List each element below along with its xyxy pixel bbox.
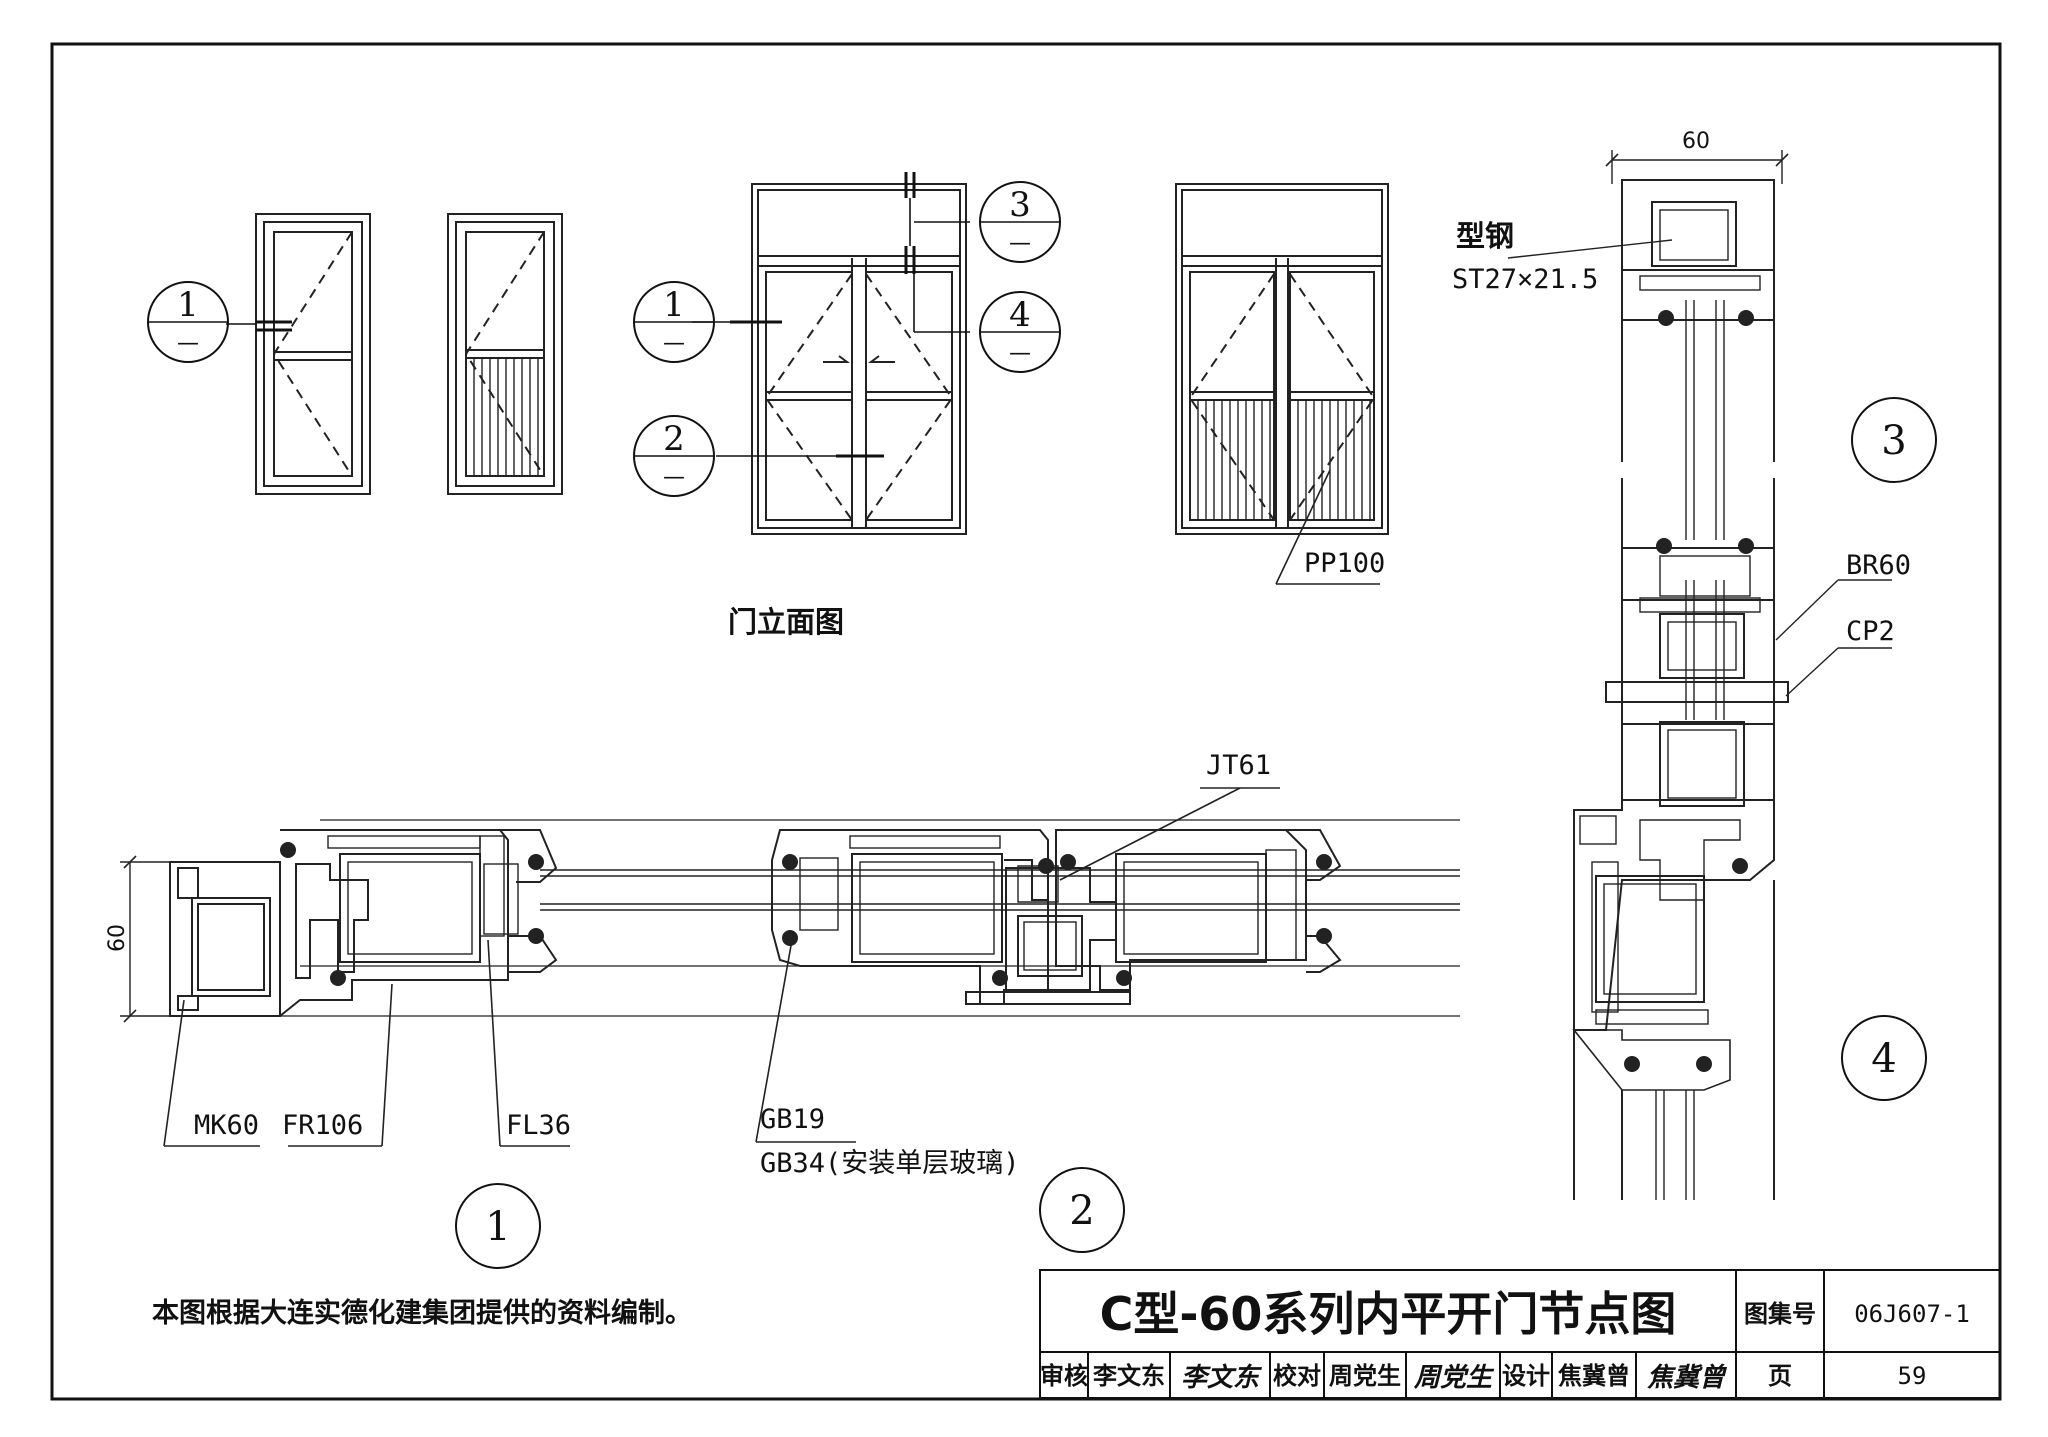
- door-elevation-2: [447, 213, 563, 495]
- svg-text:1: 1: [663, 285, 685, 325]
- svg-text:1: 1: [177, 285, 199, 325]
- svg-text:4: 4: [1871, 1036, 1896, 1082]
- reviewer-name: 李文东: [1093, 1362, 1165, 1390]
- atlas-label: 图集号: [1744, 1300, 1816, 1328]
- detail-marker-3: 3: [1851, 397, 1937, 483]
- vertical-dimension: 60: [1682, 129, 1710, 154]
- svg-text:—: —: [177, 331, 199, 356]
- index-marker-1a: 1 —: [147, 281, 229, 363]
- index-marker-1b: 1 —: [633, 281, 715, 363]
- index-marker-2: 2 —: [633, 415, 715, 497]
- detail-marker-4: 4: [1841, 1015, 1927, 1101]
- svg-text:—: —: [663, 465, 685, 490]
- svg-text:4: 4: [1009, 295, 1031, 335]
- svg-text:—: —: [1009, 231, 1031, 256]
- steel-label: 型钢: [1456, 219, 1514, 253]
- section-callouts: [163, 787, 1280, 1147]
- door-elevation-4: [1175, 183, 1389, 585]
- section-cut-lines: [226, 172, 970, 458]
- svg-text:2: 2: [1069, 1188, 1094, 1234]
- reviewer-signature: 李文东: [1181, 1363, 1263, 1393]
- elevation-title: 门立面图: [728, 605, 844, 639]
- drawing-title: C型-60系列内平开门节点图: [1100, 1287, 1677, 1341]
- svg-text:1: 1: [485, 1204, 510, 1250]
- detail-marker-2: 2: [1039, 1167, 1125, 1253]
- vertical-section: [1507, 150, 1892, 1200]
- svg-text:—: —: [1009, 341, 1031, 366]
- callout-fl36: FL36: [506, 1110, 571, 1141]
- sheet-border: [50, 42, 2002, 1401]
- svg-text:3: 3: [1009, 185, 1031, 225]
- callout-cp2: CP2: [1846, 616, 1895, 647]
- designer-name: 焦冀曾: [1558, 1362, 1630, 1390]
- section-1-dimension: 60: [105, 924, 130, 952]
- callout-mk60: MK60: [194, 1110, 259, 1141]
- check-label: 校对: [1273, 1362, 1321, 1390]
- horizontal-section-2: [771, 829, 1342, 1005]
- detail-marker-1: 1: [455, 1183, 541, 1269]
- door-elevation-3: [751, 183, 967, 535]
- index-marker-3: 3 —: [979, 181, 1061, 263]
- svg-text:2: 2: [663, 419, 685, 459]
- designer-signature: 焦冀曾: [1647, 1363, 1728, 1393]
- horizontal-section-1: [120, 819, 1460, 1023]
- panel-label: PP100: [1304, 548, 1385, 579]
- steel-spec: ST27×21.5: [1452, 264, 1598, 295]
- page-number: 59: [1898, 1362, 1927, 1390]
- callout-br60: BR60: [1846, 550, 1911, 581]
- page-label: 页: [1768, 1362, 1792, 1390]
- review-label: 审核: [1040, 1362, 1088, 1390]
- checker-signature: 周党生: [1413, 1363, 1495, 1393]
- callout-gb34: GB34(安装单层玻璃): [760, 1148, 1020, 1179]
- source-note: 本图根据大连实德化建集团提供的资料编制。: [152, 1297, 692, 1329]
- design-label: 设计: [1502, 1362, 1550, 1390]
- checker-name: 周党生: [1329, 1362, 1401, 1390]
- title-block: [1039, 1269, 2001, 1399]
- svg-text:60: 60: [105, 924, 130, 952]
- callout-jt61: JT61: [1206, 750, 1271, 781]
- door-elevation-1: [255, 213, 371, 495]
- callout-gb19: GB19: [760, 1104, 825, 1135]
- svg-text:3: 3: [1881, 418, 1906, 464]
- atlas-number: 06J607-1: [1854, 1300, 1970, 1328]
- callout-fr106: FR106: [282, 1110, 363, 1141]
- svg-text:—: —: [663, 331, 685, 356]
- index-marker-4: 4 —: [979, 291, 1061, 373]
